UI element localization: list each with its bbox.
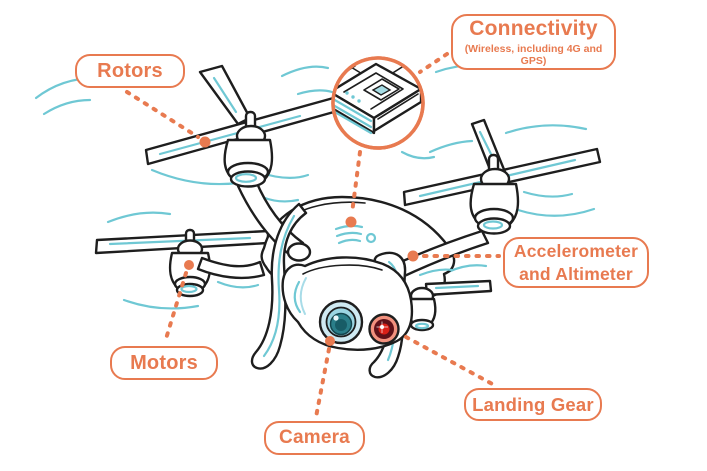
label-connectivity-title: Connectivity — [469, 17, 598, 41]
label-motors: Motors — [110, 346, 218, 380]
rotor-top-left — [144, 64, 343, 188]
label-rotors: Rotors — [75, 54, 185, 88]
rotor-right — [402, 118, 602, 235]
label-connectivity: Connectivity (Wireless, including 4G and… — [451, 14, 616, 70]
label-accelerometer-altimeter: Accelerometer and Altimeter — [503, 237, 649, 288]
label-landing-gear-text: Landing Gear — [472, 393, 594, 415]
indicator-light — [368, 313, 400, 345]
label-connectivity-subtitle: (Wireless, including 4G and GPS) — [464, 42, 603, 67]
rotor-back-right — [407, 279, 493, 332]
arm-left — [196, 256, 266, 280]
camera-gimbal — [281, 256, 414, 351]
label-camera: Camera — [264, 421, 365, 455]
callout-connectors — [125, 52, 501, 419]
magnifier-circuit-board — [331, 56, 425, 150]
label-accelerometer-text: Accelerometer and Altimeter — [513, 240, 639, 284]
label-camera-text: Camera — [279, 427, 350, 449]
label-rotors-text: Rotors — [97, 59, 163, 82]
camera-lens — [318, 299, 364, 345]
label-landing-gear: Landing Gear — [464, 388, 602, 421]
label-motors-text: Motors — [130, 351, 198, 374]
